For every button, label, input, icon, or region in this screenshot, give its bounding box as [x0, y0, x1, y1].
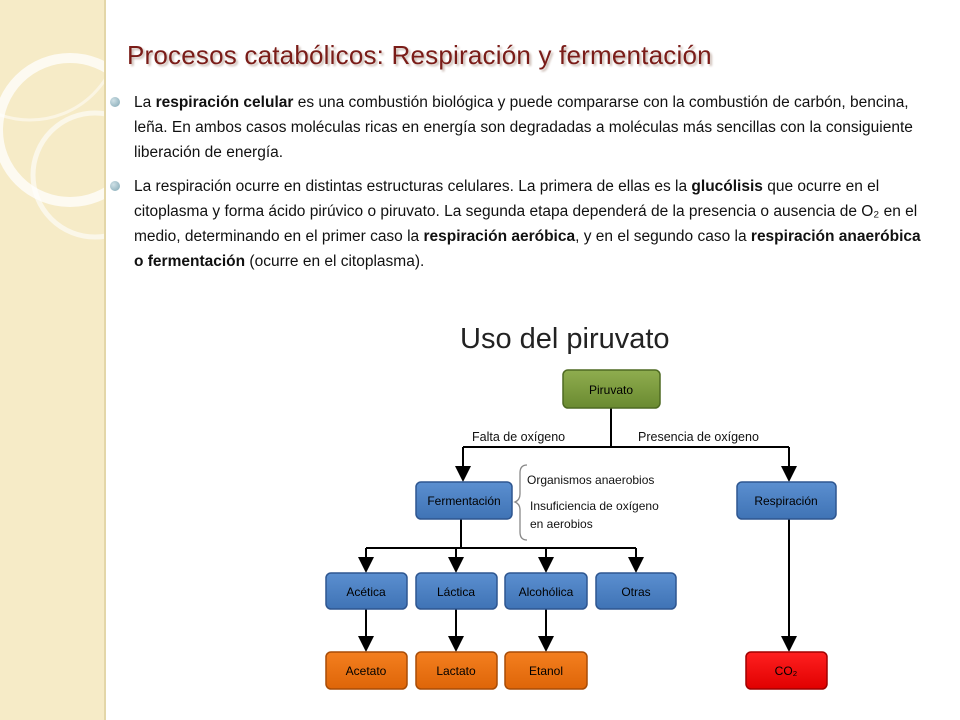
- decorative-sidebar: [0, 0, 106, 720]
- node-alcoholica: Alcohólica: [504, 572, 588, 610]
- node-acetato-label: Acetato: [346, 664, 387, 678]
- bullet-text: La respiración celular es una combustión…: [134, 94, 913, 161]
- node-acetato: Acetato: [325, 651, 408, 690]
- text-run: es una combustión biológica y puede comp…: [134, 94, 913, 161]
- bold-term: respiración anaeróbica o fermentación: [134, 228, 921, 270]
- condition-en-aerobios: en aerobios: [530, 517, 593, 531]
- node-respiracion: Respiración: [736, 481, 837, 520]
- bullet-text: La respiración ocurre en distintas estru…: [134, 178, 921, 270]
- node-lactica-label: Láctica: [437, 585, 475, 599]
- slide-title: Procesos catabólicos: Respiración y ferm…: [127, 40, 712, 70]
- node-otras-label: Otras: [621, 585, 650, 599]
- bold-term: respiración celular: [155, 94, 294, 111]
- connectors: [358, 408, 797, 652]
- node-fermentacion: Fermentación: [415, 481, 513, 520]
- bullet-dot-icon: [110, 181, 120, 191]
- node-piruvato: Piruvato: [562, 369, 661, 409]
- text-run: La: [134, 94, 156, 111]
- circles-decoration: [0, 53, 106, 240]
- node-etanol: Etanol: [504, 651, 588, 690]
- conditions-brace: [513, 464, 528, 541]
- node-acetica-label: Acética: [346, 585, 386, 599]
- condition-anaerobios: Organismos anaerobios: [527, 473, 654, 487]
- node-co2-label: CO₂: [775, 664, 798, 678]
- bullet-glucolisis: La respiración ocurre en distintas estru…: [110, 174, 933, 274]
- node-lactato: Lactato: [415, 651, 498, 690]
- branch-right-label: Presencia de oxígeno: [638, 430, 759, 444]
- pyruvate-flow-diagram: Uso del piruvato Falta de oxígeno Presen…: [325, 323, 837, 690]
- bullet-respiracion-celular: La respiración celular es una combustión…: [110, 90, 933, 165]
- branch-left-label: Falta de oxígeno: [472, 430, 565, 444]
- node-fermentacion-label: Fermentación: [427, 494, 500, 508]
- node-respiracion-label: Respiración: [754, 494, 817, 508]
- diagram-title: Uso del piruvato: [460, 323, 670, 355]
- text-run: , y en el segundo caso la: [575, 228, 751, 245]
- node-alcoholica-label: Alcohólica: [519, 585, 574, 599]
- node-otras: Otras: [595, 572, 677, 610]
- bold-term: respiración aeróbica: [423, 228, 576, 245]
- node-lactato-label: Lactato: [436, 664, 476, 678]
- node-acetica: Acética: [325, 572, 408, 610]
- text-run: que ocurre en el citoplasma y forma ácid…: [134, 178, 918, 245]
- node-piruvato-label: Piruvato: [589, 383, 633, 397]
- node-etanol-label: Etanol: [529, 664, 563, 678]
- text-run: (ocurre en el citoplasma).: [245, 253, 425, 270]
- node-co2: CO₂: [745, 651, 828, 690]
- bullet-dot-icon: [110, 97, 120, 107]
- text-run: La respiración ocurre en distintas estru…: [134, 178, 692, 195]
- node-lactica: Láctica: [415, 572, 498, 610]
- bold-term: glucólisis: [691, 178, 763, 195]
- condition-insuficiencia: Insuficiencia de oxígeno: [530, 499, 659, 513]
- bullet-list: La respiración celular es una combustión…: [110, 90, 933, 283]
